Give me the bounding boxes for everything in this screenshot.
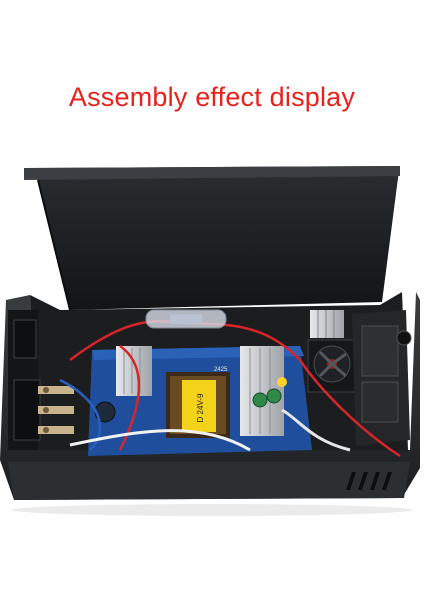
pcb-marking: 2425 [214, 367, 228, 373]
input-terminal-panel [8, 310, 74, 450]
signal-wiring [59, 378, 351, 452]
transformer: D 24V-9 [166, 372, 230, 438]
enclosure-lid [24, 166, 400, 311]
transformer-label: D 24V-9 [196, 393, 205, 422]
front-panel-module [352, 310, 412, 446]
heatsink-fins-back [310, 310, 344, 338]
inline-fuse [145, 309, 227, 329]
caption-title: Assembly effect display [68, 82, 356, 112]
cooling-fan-icon [307, 339, 357, 393]
heatsink-left [116, 346, 152, 396]
power-supply-assembly-photo: D 24V-9 2425 [0, 166, 420, 516]
vent-slots-icon [346, 472, 392, 490]
